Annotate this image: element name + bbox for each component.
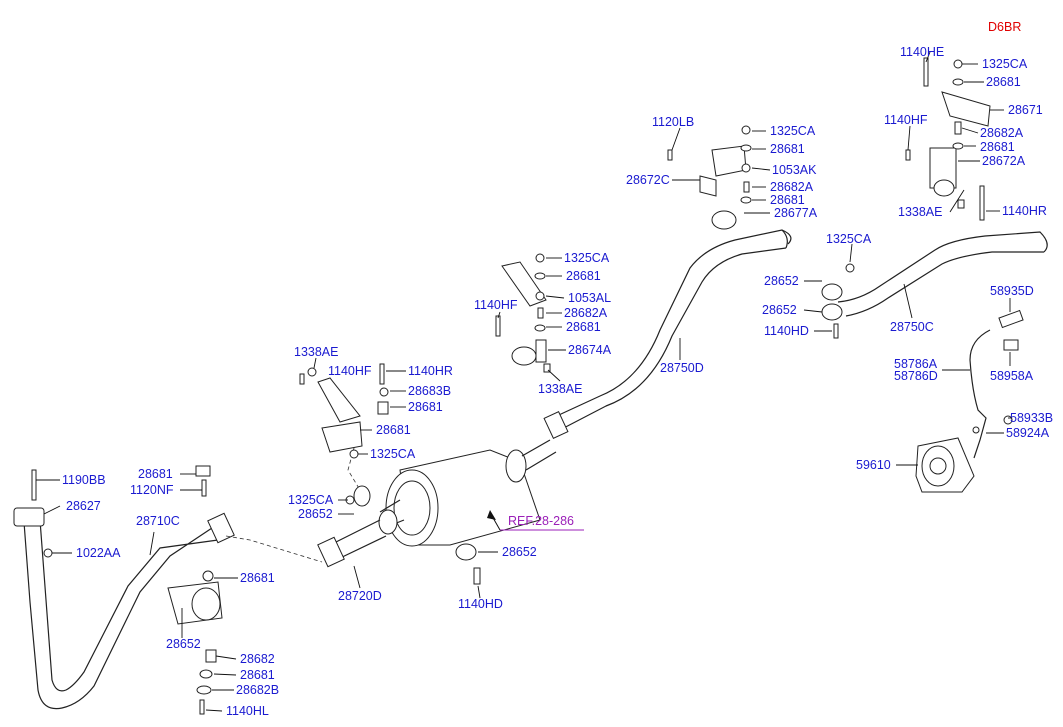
part-label[interactable]: 1053AL [568,291,611,305]
part-label[interactable]: 1140HD [764,324,809,338]
part-label[interactable]: 28627 [66,499,101,513]
clamp-muffler-2 [455,543,477,561]
part-label[interactable]: 28682B [236,683,279,697]
part-label[interactable]: 1338AE [538,382,582,396]
part-label[interactable]: 28720D [338,589,382,603]
part-label[interactable]: 1325CA [288,493,334,507]
part-label[interactable]: 28681 [566,269,601,283]
part-label[interactable]: 1140HE [900,45,944,59]
part-label[interactable]: 58786D [894,369,938,383]
part-label[interactable]: 28652 [762,303,797,317]
part-label[interactable]: 28681 [408,400,443,414]
rear-pipe-28750D [547,229,792,433]
part-label[interactable]: 28652 [166,637,201,651]
bracket-left [317,377,363,453]
part-label[interactable]: 1140HD [458,597,503,611]
part-label[interactable]: 1140HF [884,113,928,127]
part-label[interactable]: 28652 [502,545,537,559]
bracket-lower [167,581,223,625]
part-label[interactable]: 28681 [770,193,805,207]
intermediate-pipe-28720D [317,519,387,568]
part-label[interactable]: 28750D [660,361,704,375]
part-label[interactable]: 28682A [980,126,1024,140]
part-label[interactable]: 28681 [376,423,411,437]
part-label[interactable]: 28677A [774,206,818,220]
part-label[interactable]: 28681 [770,142,805,156]
part-label[interactable]: 58933B [1010,411,1053,425]
part-label[interactable]: 28710C [136,514,180,528]
part-label[interactable]: 28652 [298,507,333,521]
part-label[interactable]: 1140HR [1002,204,1047,218]
diagram-code: D6BR [988,20,1021,34]
part-label[interactable]: 1325CA [770,124,816,138]
bracket-28672C [699,145,747,230]
flange-rear [543,410,569,440]
bracket-28674A [501,261,547,366]
part-label[interactable]: 28681 [240,668,275,682]
flange-gasket-28627 [13,507,45,527]
clamp-muffler-1 [353,485,371,507]
part-label[interactable]: 1140HF [328,364,372,378]
part-label[interactable]: 1325CA [982,57,1028,71]
part-label[interactable]: 1325CA [564,251,610,265]
reference-link[interactable]: REF.28-286 [508,514,574,528]
part-label[interactable]: 1053AK [772,163,817,177]
part-label[interactable]: 28681 [566,320,601,334]
part-label[interactable]: 28671 [1008,103,1043,117]
catalytic-converter-59610 [915,437,975,493]
part-label[interactable]: 1140HL [226,704,269,718]
part-label[interactable]: 58935D [990,284,1034,298]
oxygen-sensor-58935D [969,309,1024,459]
part-label[interactable]: 59610 [856,458,891,472]
part-label[interactable]: 1140HR [408,364,453,378]
part-label[interactable]: 1190BB [62,473,106,487]
part-label[interactable]: 1338AE [898,205,942,219]
flange-front [207,512,235,544]
clamp-lower [821,303,843,321]
part-label[interactable]: 1140HF [474,298,518,312]
part-label[interactable]: 28750C [890,320,934,334]
front-pipe-28710C [23,519,219,710]
part-label[interactable]: 28674A [568,343,612,357]
part-label[interactable]: 1022AA [76,546,121,560]
part-label[interactable]: 28682A [770,180,814,194]
part-label[interactable]: 1120LB [652,115,694,129]
part-label[interactable]: 1325CA [370,447,416,461]
part-label[interactable]: 28682 [240,652,275,666]
part-label[interactable]: 28683B [408,384,451,398]
part-label[interactable]: 28672C [626,173,670,187]
part-label[interactable]: 28672A [982,154,1026,168]
clamp-upper [821,283,843,301]
part-label[interactable]: 28681 [986,75,1021,89]
part-label[interactable]: 28681 [980,140,1015,154]
tail-pipe-28750C [837,231,1048,317]
part-label[interactable]: 1338AE [294,345,338,359]
dashed-link-1 [225,535,323,563]
part-label[interactable]: 1325CA [826,232,872,246]
part-label[interactable]: 58924A [1006,426,1050,440]
fasteners [31,57,1013,715]
part-label[interactable]: 28681 [138,467,173,481]
part-label[interactable]: 28652 [764,274,799,288]
part-label[interactable]: 58958A [990,369,1034,383]
part-label[interactable]: 28682A [564,306,608,320]
reference-arrow [487,510,584,531]
part-label[interactable]: 58786A [894,357,938,371]
leader-lines [36,51,1012,712]
muffler [378,439,557,547]
part-label[interactable]: 1120NF [130,483,174,497]
bracket-28671 [929,91,991,197]
rear-pipe-end [781,229,788,249]
part-label[interactable]: 28681 [240,571,275,585]
